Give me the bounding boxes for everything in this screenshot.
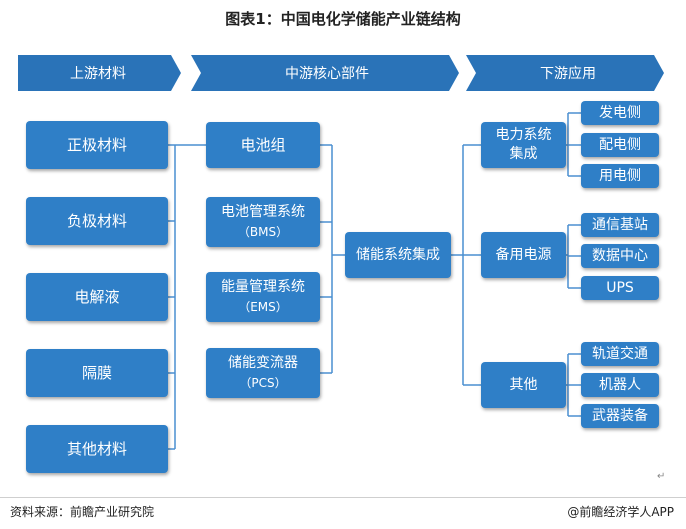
banner-midstream: 中游核心部件 bbox=[201, 55, 453, 91]
upstream-anode-box: 负极材料 bbox=[26, 197, 168, 245]
paragraph-mark: ↵ bbox=[657, 471, 666, 482]
leaf-generation-side: 发电侧 bbox=[581, 101, 659, 125]
leaf-distribution-side-label: 配电侧 bbox=[599, 137, 641, 153]
upstream-other-box: 其他材料 bbox=[26, 425, 168, 473]
midstream-battery-pack-label: 电池组 bbox=[240, 136, 286, 154]
leaf-ups-label: UPS bbox=[606, 280, 634, 296]
downstream-backup-power-box: 备用电源 bbox=[481, 232, 566, 278]
midstream-bms-name: 电池管理系统 bbox=[221, 204, 305, 220]
leaf-rail-transit-label: 轨道交通 bbox=[592, 346, 648, 362]
upstream-electrolyte-box: 电解液 bbox=[26, 273, 168, 321]
leaf-telecom-base-station: 通信基站 bbox=[581, 213, 659, 237]
leaf-telecom-base-station-label: 通信基站 bbox=[592, 217, 648, 233]
banner-upstream-shape bbox=[18, 55, 181, 91]
downstream-power-system-line2: 集成 bbox=[509, 146, 538, 162]
leaf-weapons-equipment-label: 武器装备 bbox=[592, 408, 648, 424]
leaf-robot: 机器人 bbox=[581, 373, 659, 397]
upstream-other-label: 其他材料 bbox=[66, 440, 127, 458]
leaf-distribution-side: 配电侧 bbox=[581, 133, 659, 157]
integration-box: 储能系统集成 bbox=[345, 232, 451, 278]
downstream-other-label: 其他 bbox=[509, 377, 538, 393]
leaf-robot-label: 机器人 bbox=[599, 377, 641, 393]
downstream-power-system-box: 电力系统 集成 bbox=[481, 122, 566, 168]
leaf-data-center: 数据中心 bbox=[581, 244, 659, 268]
stage-banners bbox=[18, 55, 664, 91]
banner-downstream-label: 下游应用 bbox=[540, 66, 596, 82]
footer-brand: @前瞻经济学人APP bbox=[567, 505, 674, 519]
midstream-ems-abbr: （EMS） bbox=[238, 300, 288, 314]
banner-midstream-label: 中游核心部件 bbox=[285, 66, 369, 82]
leaf-ups: UPS bbox=[581, 276, 659, 300]
midstream-bms-abbr: （BMS） bbox=[237, 225, 289, 239]
midstream-pcs-box: 储能变流器 （PCS） bbox=[206, 348, 320, 398]
banner-midstream-shape bbox=[191, 55, 459, 91]
upstream-anode-label: 负极材料 bbox=[66, 212, 127, 230]
leaf-generation-side-label: 发电侧 bbox=[599, 105, 641, 121]
midstream-pcs-abbr: （PCS） bbox=[239, 376, 287, 390]
midstream-battery-pack-box: 电池组 bbox=[206, 122, 320, 168]
banner-downstream-shape bbox=[466, 55, 664, 91]
banner-upstream-label: 上游材料 bbox=[70, 66, 126, 82]
integration-label: 储能系统集成 bbox=[356, 247, 440, 263]
downstream-power-system-line1: 电力系统 bbox=[495, 127, 552, 143]
midstream-ems-box: 能量管理系统 （EMS） bbox=[206, 272, 320, 322]
footer-source: 资料来源：前瞻产业研究院 bbox=[10, 505, 155, 519]
upstream-cathode-label: 正极材料 bbox=[66, 136, 127, 154]
downstream-backup-power-label: 备用电源 bbox=[495, 247, 552, 263]
page-title: 图表1：中国电化学储能产业链结构 bbox=[225, 10, 461, 28]
leaf-data-center-label: 数据中心 bbox=[592, 248, 648, 264]
banner-upstream: 上游材料 bbox=[18, 55, 178, 91]
upstream-separator-box: 隔膜 bbox=[26, 349, 168, 397]
midstream-ems-name: 能量管理系统 bbox=[221, 279, 305, 295]
footer-divider bbox=[0, 497, 686, 498]
leaf-rail-transit: 轨道交通 bbox=[581, 342, 659, 366]
leaf-consumption-side: 用电侧 bbox=[581, 164, 659, 188]
upstream-cathode-box: 正极材料 bbox=[26, 121, 168, 169]
leaf-weapons-equipment: 武器装备 bbox=[581, 404, 659, 428]
upstream-electrolyte-label: 电解液 bbox=[74, 288, 120, 306]
upstream-separator-label: 隔膜 bbox=[81, 364, 112, 382]
midstream-pcs-name: 储能变流器 bbox=[228, 355, 298, 371]
leaf-consumption-side-label: 用电侧 bbox=[599, 168, 641, 184]
midstream-bms-box: 电池管理系统 （BMS） bbox=[206, 197, 320, 247]
banner-downstream: 下游应用 bbox=[476, 55, 660, 91]
downstream-other-box: 其他 bbox=[481, 362, 566, 408]
